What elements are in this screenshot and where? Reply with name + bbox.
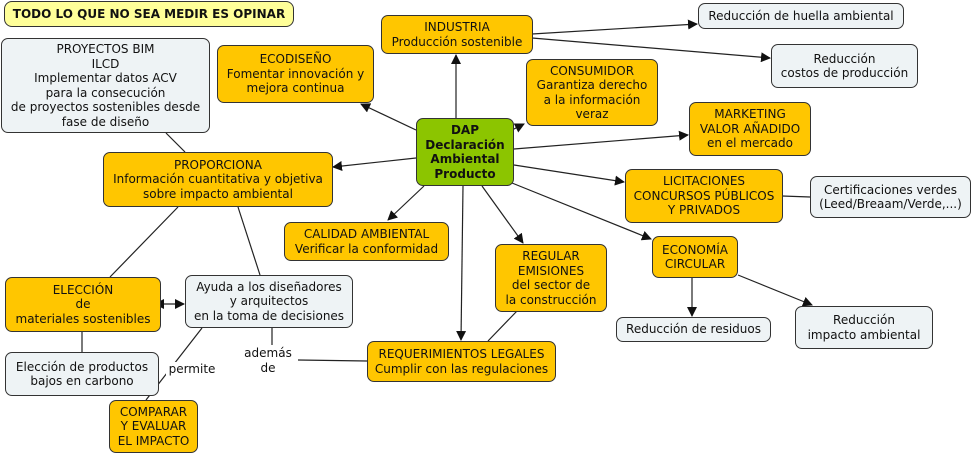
node-requerimientos-legales[interactable]: REQUERIMIENTOS LEGALES Cumplir con las r… (367, 341, 556, 382)
node-certificaciones[interactable]: Certificaciones verdes (Leed/Breaam/Verd… (810, 176, 971, 218)
link-regular-requerimientos (487, 310, 518, 342)
node-eleccion[interactable]: ELECCIÓN de materiales sostenibles (5, 277, 161, 332)
link-label-permite: permite (166, 362, 218, 377)
node-reduccion-costos[interactable]: Reducción costos de producción (771, 44, 918, 88)
link-bim-proporciona (165, 132, 186, 153)
node-licitaciones[interactable]: LICITACIONES CONCURSOS PÚBLICOS Y PRIVAD… (625, 169, 783, 223)
link-dap-licitaciones (513, 164, 625, 186)
node-regular-emisiones[interactable]: REGULAR EMISIONES del sector de la const… (495, 244, 607, 312)
link-proporciona-ayuda (237, 206, 261, 276)
node-dap-central[interactable]: DAP Declaración Ambiental Producto (416, 118, 514, 186)
link-economia-impacto (737, 274, 813, 307)
link-proporciona-eleccion (109, 206, 179, 278)
link-dap-consumidor (511, 123, 525, 133)
link-dap-requerimientos (456, 185, 467, 341)
node-proporciona[interactable]: PROPORCIONA Información cuantitativa y o… (103, 152, 333, 207)
node-reduccion-residuos[interactable]: Reducción de residuos (616, 317, 771, 342)
node-ecodiseno[interactable]: ECODISEÑO Fomentar innovación y mejora c… (217, 45, 374, 103)
node-comparar[interactable]: COMPARAR Y EVALUAR EL IMPACTO (109, 400, 198, 453)
node-marketing[interactable]: MARKETING VALOR AÑADIDO en el mercado (689, 102, 811, 156)
node-calidad-ambiental[interactable]: CALIDAD AMBIENTAL Verificar la conformid… (284, 222, 449, 261)
link-industria-huella (531, 19, 698, 35)
link-industria-costos (531, 37, 771, 63)
link-dap-economia (511, 182, 652, 241)
link-dap-marketing (513, 130, 689, 150)
node-proyectos-bim[interactable]: PROYECTOS BIM ILCD Implementar datos ACV… (1, 38, 210, 133)
node-eleccion-productos[interactable]: Elección de productos bajos en carbono (5, 352, 159, 396)
node-industria[interactable]: INDUSTRIA Producción sostenible (381, 15, 533, 54)
node-reduccion-impacto[interactable]: Reducción impacto ambiental (795, 306, 933, 349)
link-dap-regular (481, 185, 524, 244)
link-dap-ecodiseno (360, 103, 417, 131)
node-consumidor[interactable]: CONSUMIDOR Garantiza derecho a la inform… (526, 59, 658, 126)
node-ayuda[interactable]: Ayuda a los diseñadores y arquitectos en… (185, 275, 353, 328)
node-economia-circular[interactable]: ECONOMÍA CIRCULAR (652, 236, 738, 278)
link-dap-calidad (387, 185, 425, 221)
link-ademas-requerimientos (297, 359, 368, 362)
link-label-ademas-de: además de (240, 346, 296, 375)
title-banner: TODO LO QUE NO SEA MEDIR ES OPINAR (4, 1, 294, 27)
node-reduccion-huella[interactable]: Reducción de huella ambiental (698, 3, 904, 29)
link-licitaciones-certificaciones (781, 195, 811, 198)
link-dap-proporciona (332, 157, 417, 172)
